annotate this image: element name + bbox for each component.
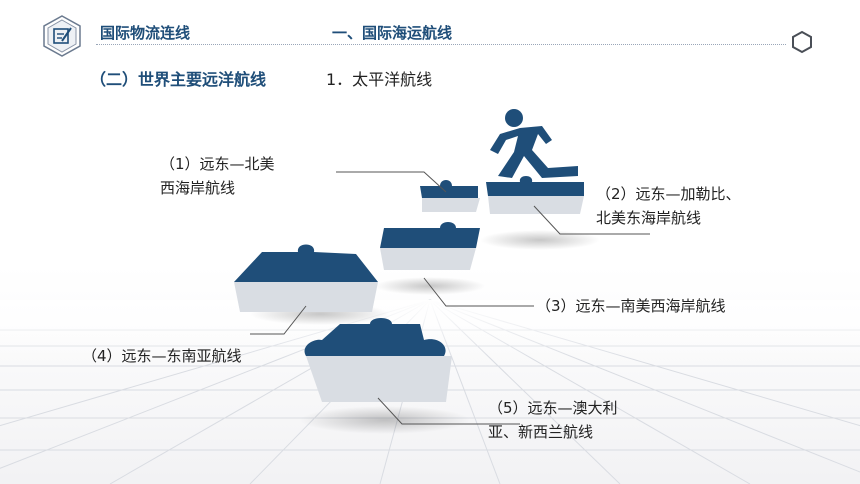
route-label-4: （4）远东—东南亚航线 bbox=[82, 344, 242, 368]
subtitle: （二）世界主要远洋航线 bbox=[90, 70, 267, 89]
puzzle-piece-3 bbox=[380, 222, 480, 270]
route-5-line2: 亚、新西兰航线 bbox=[488, 423, 594, 441]
route-2-line1: （2）远东—加勒比、 bbox=[596, 185, 741, 203]
connector-2 bbox=[533, 205, 650, 235]
section-title: 国际物流连线 bbox=[100, 24, 191, 42]
route-label-1: （1）远东—北美 西海岸航线 bbox=[160, 152, 275, 200]
route-4-line1: （4）远东—东南亚航线 bbox=[82, 347, 242, 365]
shadow bbox=[300, 406, 470, 434]
puzzle-piece-5 bbox=[304, 318, 452, 402]
route-1-line2: 西海岸航线 bbox=[160, 179, 236, 197]
running-person-icon bbox=[490, 109, 578, 178]
chapter-title: 一、国际海运航线 bbox=[332, 24, 453, 42]
puzzle-piece-2 bbox=[486, 176, 584, 214]
header-divider bbox=[96, 44, 786, 45]
puzzle-piece-4 bbox=[234, 244, 378, 312]
puzzle-piece-1 bbox=[420, 180, 480, 212]
route-2-line2: 北美东海岸航线 bbox=[596, 209, 702, 227]
connector-1 bbox=[336, 171, 447, 193]
route-label-5: （5）远东—澳大利 亚、新西兰航线 bbox=[488, 396, 618, 444]
connector-4 bbox=[250, 305, 307, 335]
route-label-3: （3）远东—南美西海岸航线 bbox=[536, 294, 726, 318]
shadow bbox=[480, 230, 600, 250]
route-label-2: （2）远东—加勒比、 北美东海岸航线 bbox=[596, 182, 741, 230]
hexagon-icon bbox=[792, 30, 812, 54]
pen-note-icon bbox=[43, 15, 81, 57]
route-3-line1: （3）远东—南美西海岸航线 bbox=[536, 297, 726, 315]
route-1-line1: （1）远东—北美 bbox=[160, 155, 275, 173]
route-title: 1．太平洋航线 bbox=[326, 70, 433, 89]
connector-3 bbox=[423, 277, 534, 307]
connector-5 bbox=[377, 397, 520, 425]
route-5-line1: （5）远东—澳大利 bbox=[488, 399, 618, 417]
